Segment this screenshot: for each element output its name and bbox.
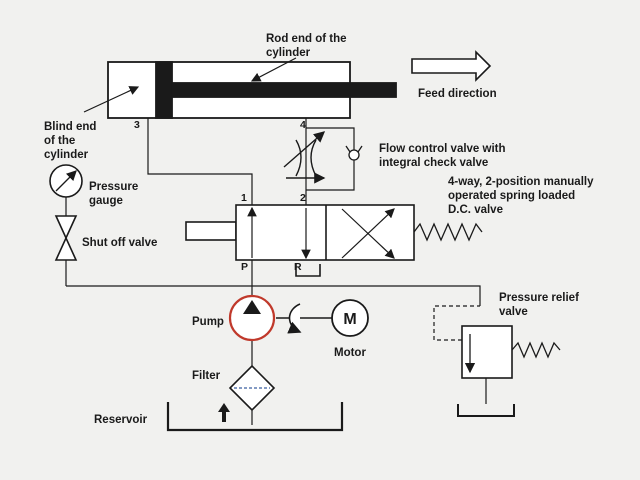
dc-valve-label: 4-way, 2-position manually operated spri… bbox=[448, 176, 597, 216]
reservoir-up-arrow-icon bbox=[218, 403, 230, 422]
return-tank-symbol bbox=[295, 264, 321, 277]
dc-valve-body bbox=[235, 204, 415, 261]
reservoir-tank bbox=[166, 402, 344, 432]
port-3-label: 3 bbox=[134, 119, 140, 131]
pump-icon bbox=[228, 294, 276, 342]
check-valve bbox=[345, 145, 363, 161]
port-P-label: P bbox=[241, 261, 248, 273]
cylinder-piston bbox=[155, 61, 173, 119]
flow-control-valve bbox=[283, 131, 326, 184]
motor-label: Motor bbox=[334, 347, 366, 359]
shut-off-valve-label: Shut off valve bbox=[82, 237, 157, 249]
blind-end-pointer bbox=[83, 86, 140, 113]
hydraulic-lines bbox=[65, 118, 487, 425]
hydraulic-cylinder bbox=[107, 61, 397, 119]
port-R-label: R bbox=[294, 261, 302, 273]
shut-off-valve-icon bbox=[54, 215, 78, 261]
rod-end-pointer bbox=[250, 57, 297, 82]
port-2-label: 2 bbox=[300, 192, 306, 204]
flow-control-label: Flow control valve with integral check v… bbox=[379, 143, 509, 169]
feed-direction-label: Feed direction bbox=[418, 88, 497, 100]
port-1-label: 1 bbox=[241, 192, 247, 204]
pressure-relief-label: Pressure relief valve bbox=[499, 292, 582, 318]
rod-end-label: Rod end of the cylinder bbox=[266, 33, 350, 59]
pressure-gauge-label: Pressure gauge bbox=[89, 181, 141, 207]
relief-valve-spring bbox=[511, 341, 561, 359]
pump-label: Pump bbox=[192, 316, 224, 328]
relief-tank-symbol bbox=[457, 404, 515, 417]
motor-symbol: M bbox=[343, 311, 356, 328]
dc-valve-manual-lever bbox=[185, 221, 237, 241]
feed-direction-arrow bbox=[411, 50, 492, 82]
motor-icon: M bbox=[331, 299, 369, 337]
pressure-relief-valve bbox=[433, 305, 561, 379]
filter-icon bbox=[228, 364, 276, 412]
filter-label: Filter bbox=[192, 370, 221, 382]
cylinder-piston-rod bbox=[171, 82, 397, 98]
rotation-arrow-icon bbox=[287, 303, 302, 334]
blind-end-label: Blind end of the cylinder bbox=[44, 121, 100, 161]
dc-valve bbox=[185, 204, 483, 261]
port-4-label: 4 bbox=[300, 119, 306, 131]
pressure-gauge-icon bbox=[49, 164, 83, 198]
dc-valve-spring bbox=[413, 222, 483, 242]
reservoir-label: Reservoir bbox=[94, 414, 148, 426]
